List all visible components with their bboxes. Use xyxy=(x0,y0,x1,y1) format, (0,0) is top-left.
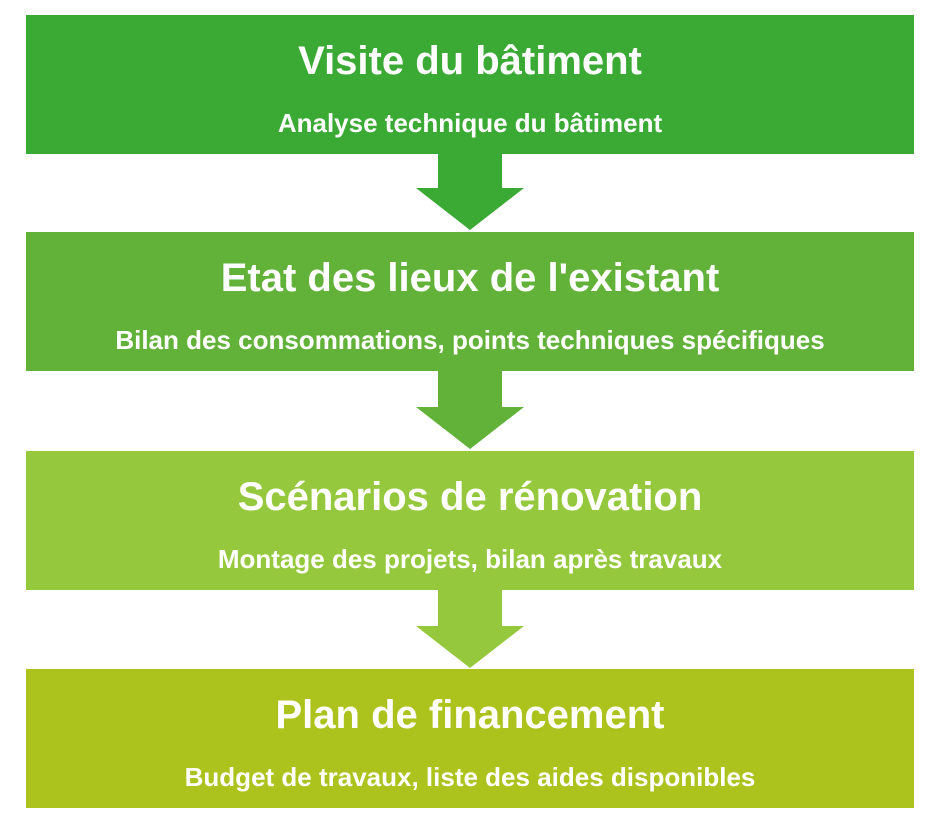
step-scenarios-renovation: Scénarios de rénovation Montage des proj… xyxy=(26,451,914,590)
down-arrow-icon xyxy=(416,588,524,668)
arrow-shape xyxy=(416,369,524,449)
step-description: Analyse technique du bâtiment xyxy=(277,108,663,138)
step-title: Scénarios de rénovation xyxy=(237,475,703,519)
down-arrow-icon xyxy=(416,150,524,230)
step-visite-batiment: Visite du bâtiment Analyse technique du … xyxy=(26,15,914,154)
step-title: Plan de financement xyxy=(275,693,665,737)
step-title: Etat des lieux de l'existant xyxy=(220,256,720,300)
step-description: Montage des projets, bilan après travaux xyxy=(217,544,723,574)
arrow-shape xyxy=(416,150,524,230)
step-description: Budget de travaux, liste des aides dispo… xyxy=(184,762,756,792)
step-etat-des-lieux: Etat des lieux de l'existant Bilan des c… xyxy=(26,232,914,371)
step-title: Visite du bâtiment xyxy=(298,39,642,83)
down-arrow-icon xyxy=(416,369,524,449)
step-plan-financement: Plan de financement Budget de travaux, l… xyxy=(26,669,914,808)
arrow-shape xyxy=(416,588,524,668)
step-description: Bilan des consommations, points techniqu… xyxy=(115,325,825,355)
